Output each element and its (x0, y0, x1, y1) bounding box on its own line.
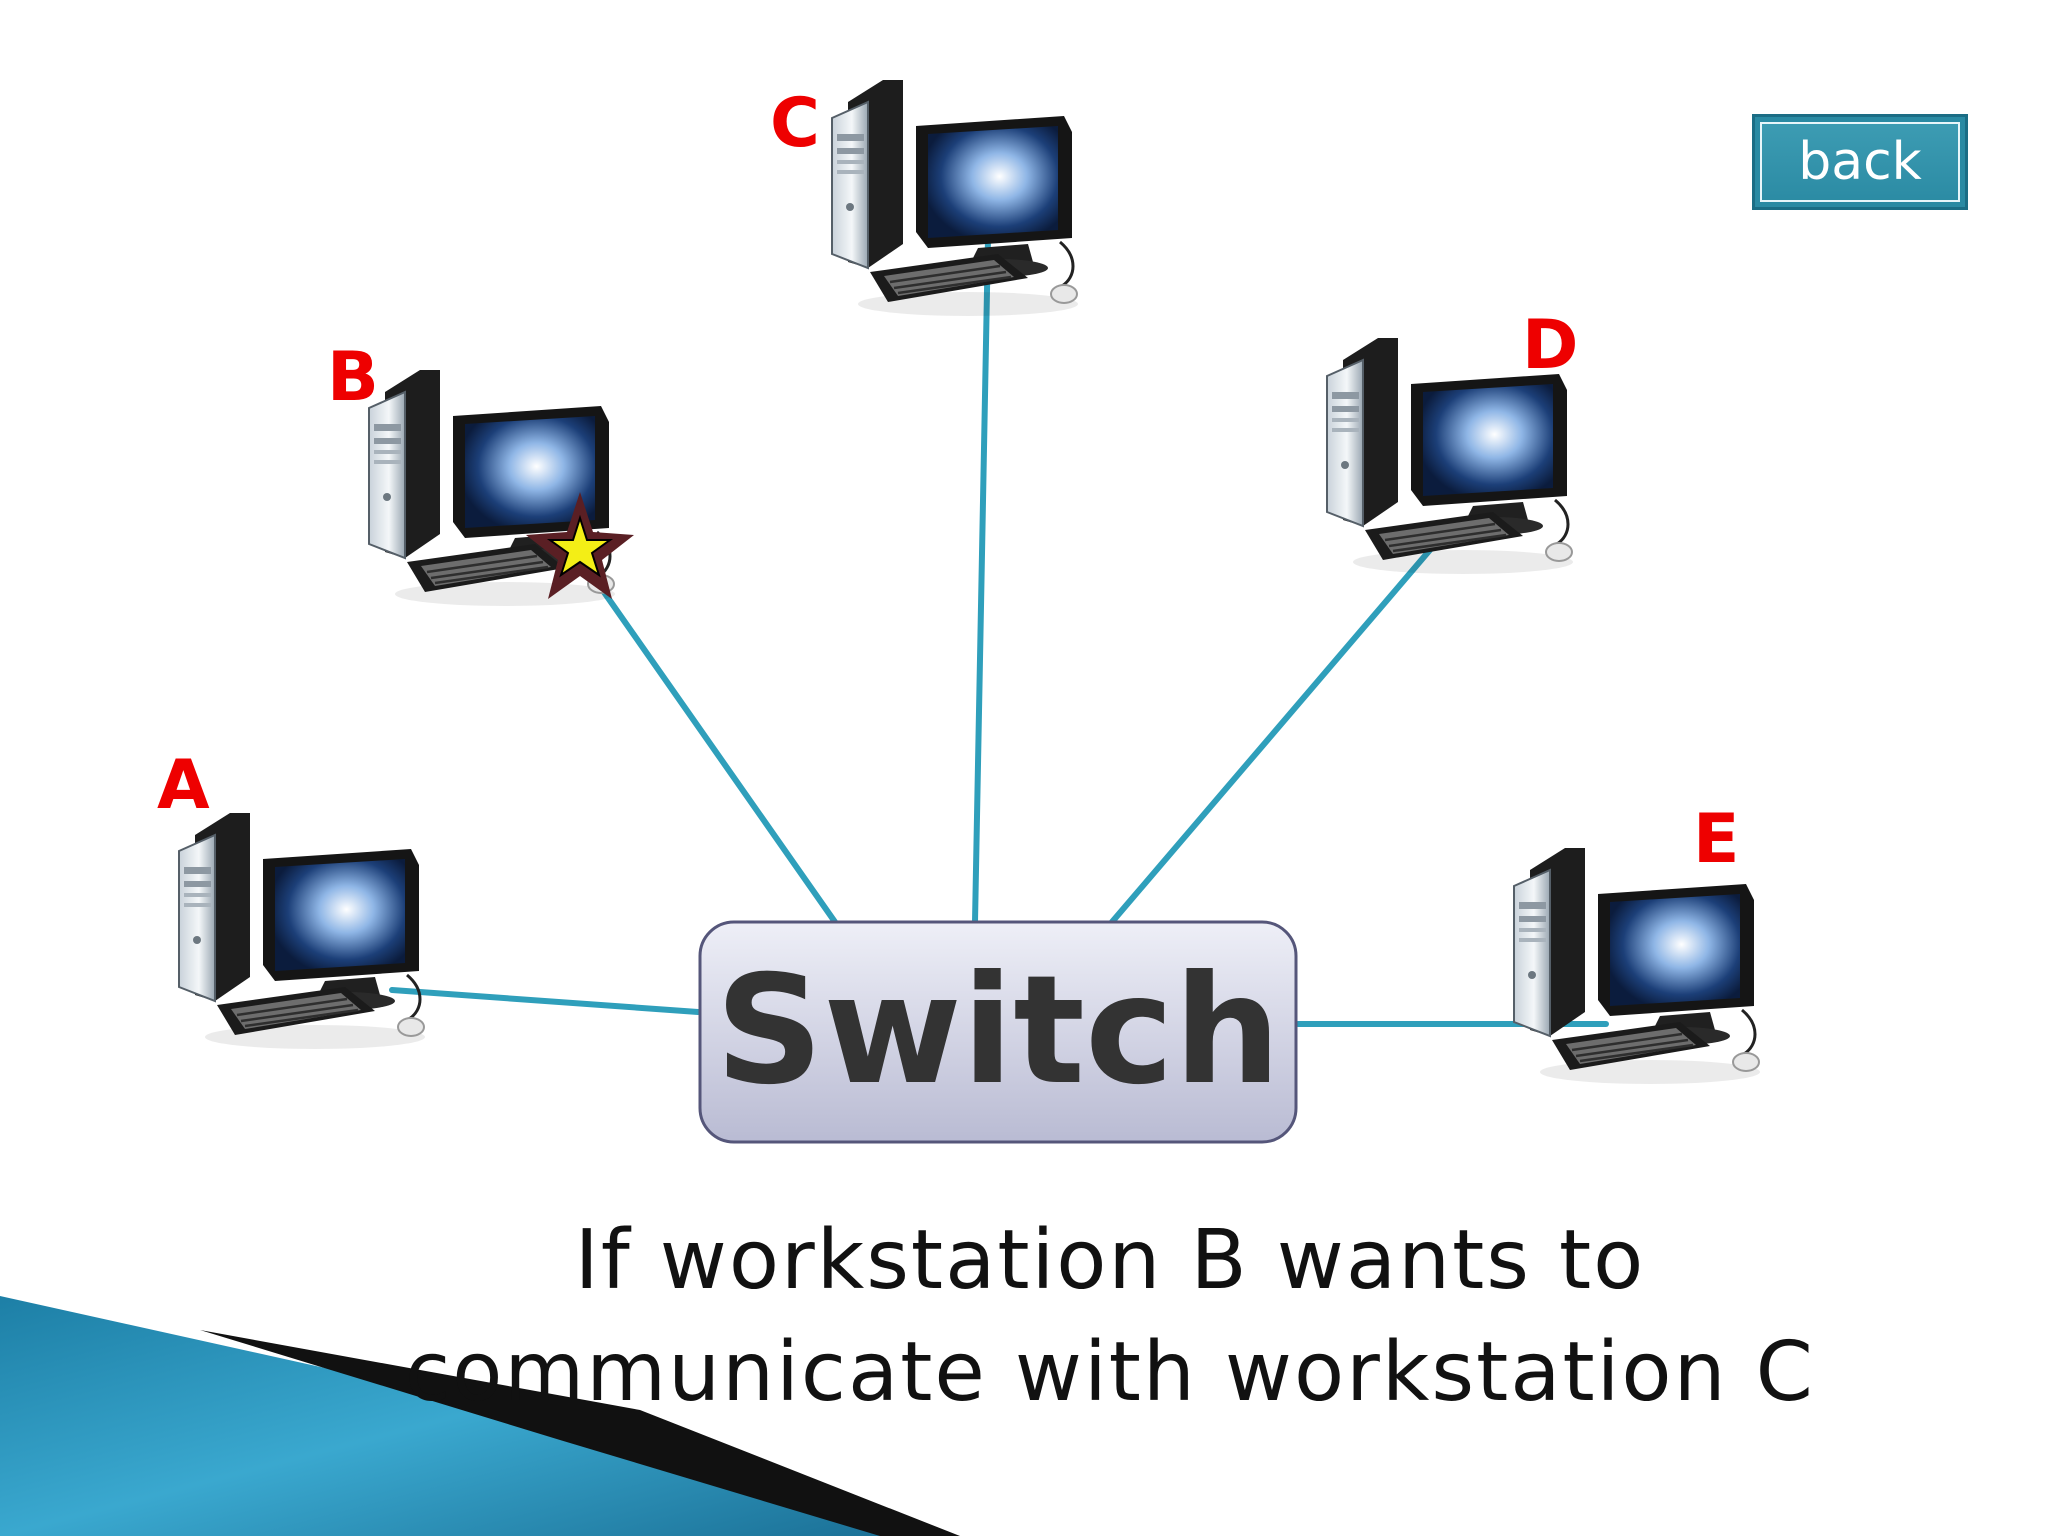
workstation-label-c: C (770, 84, 820, 163)
caption-line-1: If workstation B wants to (574, 1213, 1646, 1308)
workstation-label-a: A (157, 746, 210, 825)
star-icon (526, 492, 634, 599)
back-button[interactable]: back (1752, 114, 1968, 210)
workstation-label-b: B (327, 338, 379, 417)
desktop-computer-icon (1512, 846, 1762, 1086)
workstation-label-e: E (1693, 800, 1739, 879)
workstation-e[interactable]: E (1512, 800, 1762, 1086)
link-d-switch (1109, 527, 1450, 925)
switch-label: Switch (715, 944, 1280, 1118)
workstation-label-d: D (1522, 306, 1578, 385)
workstation-c[interactable]: C (770, 78, 1080, 318)
decorative-band-dark (200, 1330, 960, 1536)
workstation-d[interactable]: D (1325, 306, 1578, 576)
desktop-computer-icon (830, 78, 1080, 318)
caption: If workstation B wants to communicate wi… (300, 1205, 1920, 1429)
switch-node[interactable]: Switch (698, 920, 1298, 1144)
links (389, 235, 1609, 1027)
caption-line-2: communicate with workstation C (405, 1325, 1815, 1420)
link-b-switch (582, 562, 838, 925)
switch-box (698, 920, 1298, 1144)
link-a-switch (389, 987, 701, 1015)
workstation-b[interactable]: B (327, 338, 634, 608)
desktop-computer-icon (177, 811, 427, 1051)
workstation-a[interactable]: A (157, 746, 427, 1051)
link-c-switch (972, 235, 991, 925)
